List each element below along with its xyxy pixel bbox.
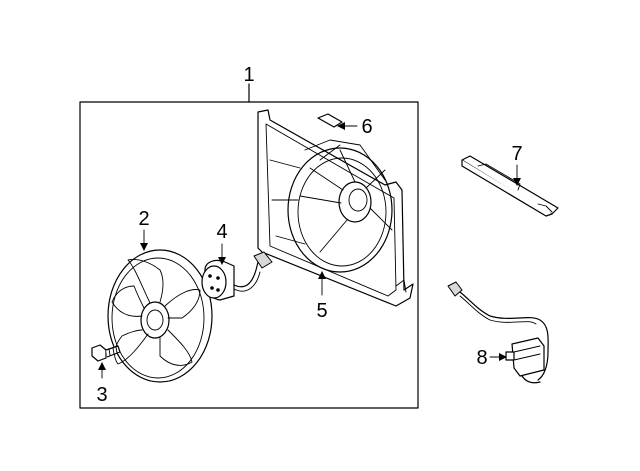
callout-5: 5	[316, 300, 327, 322]
assembly-frame	[79, 83, 419, 409]
callout-1: 1	[243, 64, 254, 86]
callout-8: 8	[476, 347, 487, 369]
callout-3: 3	[96, 384, 107, 406]
fan-motor	[201, 251, 273, 301]
label	[317, 113, 343, 128]
fan-shroud	[257, 109, 414, 307]
callout-2: 2	[138, 208, 149, 230]
resistor-harness	[447, 281, 549, 384]
upper-bracket	[461, 155, 559, 217]
fan-bolt	[91, 344, 121, 362]
callout-6: 6	[361, 116, 372, 138]
callout-4: 4	[216, 221, 227, 243]
fan-blade	[107, 249, 213, 383]
callout-7: 7	[511, 143, 522, 165]
